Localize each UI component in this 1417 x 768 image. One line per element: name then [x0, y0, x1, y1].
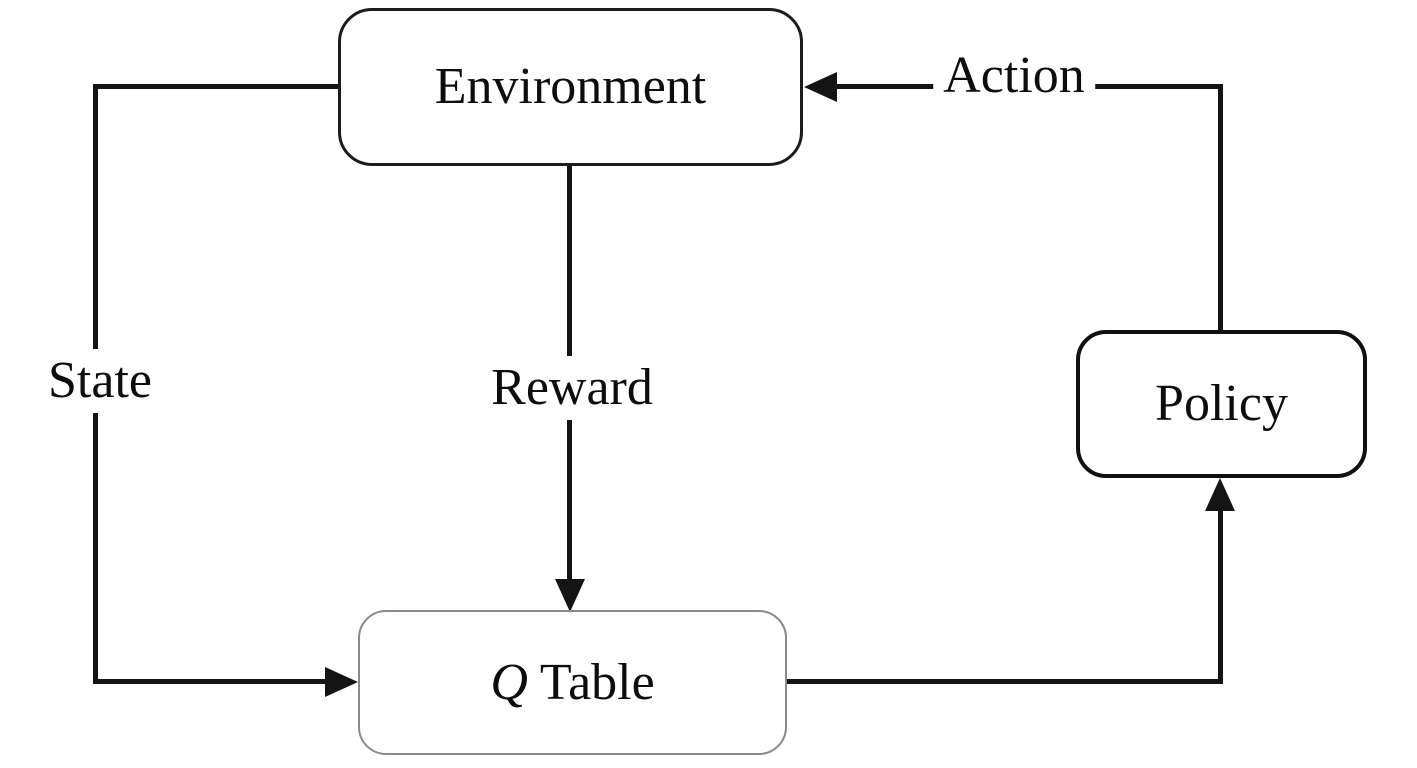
state-arrowhead-icon	[325, 667, 358, 697]
qtable-to-policy-arrowhead-icon	[1205, 478, 1235, 511]
qtable-to-policy-horizontal-segment	[787, 679, 1223, 684]
state-edge-top-segment	[93, 84, 341, 89]
q-table-label-q: Q	[490, 653, 528, 711]
action-edge-label: Action	[933, 44, 1095, 108]
q-table-label-table: Table	[527, 653, 655, 711]
policy-node: Policy	[1076, 330, 1367, 478]
environment-node-label: Environment	[434, 58, 707, 115]
action-edge-vertical-segment	[1218, 85, 1223, 335]
q-table-node: Q Table	[358, 610, 787, 755]
state-edge-bottom-segment	[93, 679, 331, 684]
environment-node: Environment	[338, 8, 803, 166]
reward-arrowhead-icon	[555, 579, 585, 612]
qtable-to-policy-vertical-segment	[1218, 502, 1223, 684]
policy-node-label: Policy	[1155, 375, 1288, 432]
q-table-node-label: Q Table	[490, 653, 655, 711]
reward-edge-label: Reward	[481, 356, 663, 420]
action-arrowhead-icon	[804, 72, 837, 102]
state-edge-label: State	[38, 349, 162, 413]
